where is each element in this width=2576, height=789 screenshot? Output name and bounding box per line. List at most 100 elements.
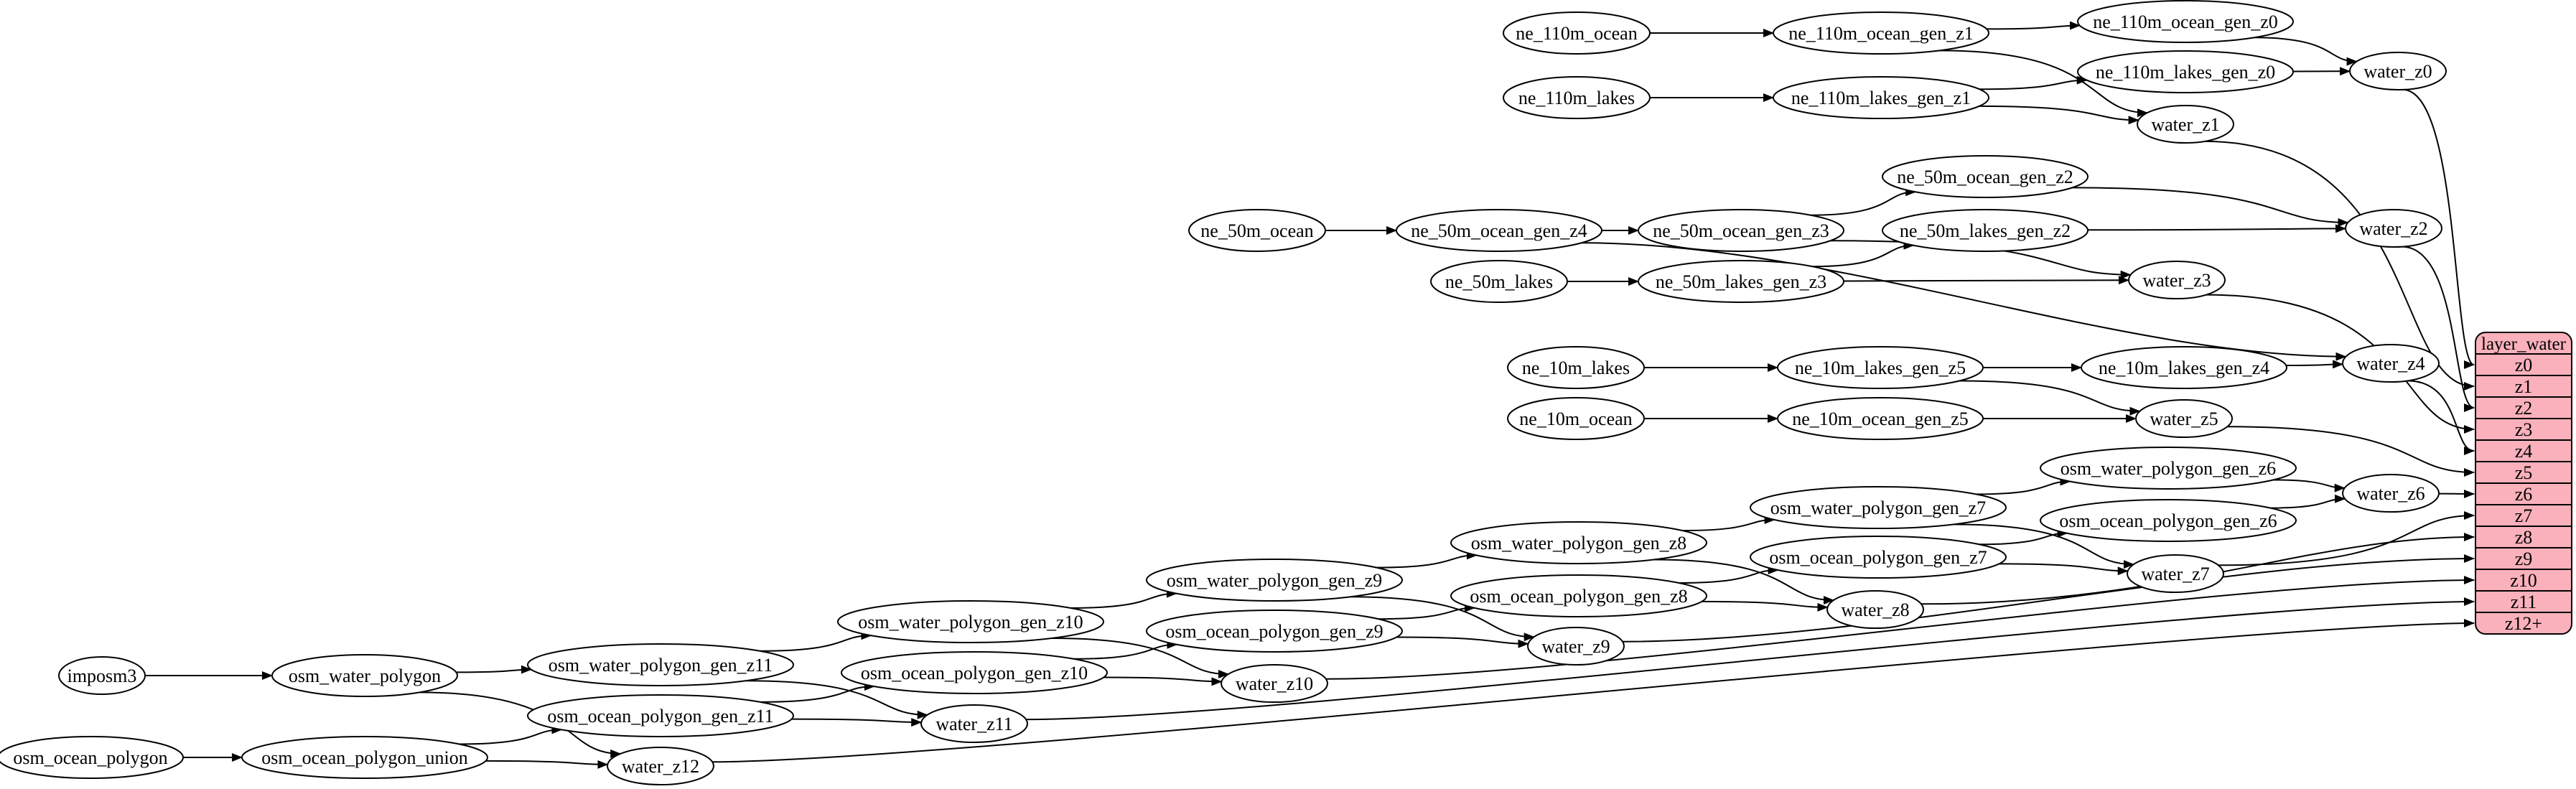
table-row-z2: z2: [2515, 398, 2533, 419]
node-label-ne_10m_lakes_gen_z5: ne_10m_lakes_gen_z5: [1795, 358, 1966, 378]
node-label-osm_water_polygon_gen_z7: osm_water_polygon_gen_z7: [1770, 498, 1986, 518]
node-label-water_z5: water_z5: [2150, 408, 2218, 429]
node-label-ne_50m_lakes: ne_50m_lakes: [1445, 271, 1553, 292]
node-label-water_z0: water_z0: [2363, 61, 2432, 82]
edge-water_z10--layer_water-z10: [1325, 576, 2475, 680]
node-ellipse-ne_10m_ocean: [1507, 397, 1645, 440]
edge-osm_ocean_polygon_gen_z7--osm_ocean_polygon_gen_z6: [1979, 528, 2068, 546]
node-water_z11: water_z11: [920, 704, 1028, 743]
node-label-ne_10m_lakes: ne_10m_lakes: [1522, 358, 1630, 378]
node-label-water_z6: water_z6: [2356, 483, 2425, 504]
node-label-ne_50m_lakes_gen_z3: ne_50m_lakes_gen_z3: [1656, 271, 1826, 292]
edge-ne_50m_ocean_gen_z2--water_z2: [2072, 187, 2349, 227]
node-label-osm_ocean_polygon_gen_z9: osm_ocean_polygon_gen_z9: [1165, 621, 1383, 642]
node-ne_50m_ocean_gen_z4: ne_50m_ocean_gen_z4: [1396, 209, 1602, 252]
node-label-water_z2: water_z2: [2359, 218, 2427, 239]
node-osm_ocean_polygon_gen_z8: osm_ocean_polygon_gen_z8: [1450, 574, 1707, 617]
node-ellipse-ne_110m_ocean: [1503, 11, 1651, 55]
node-ellipse-osm_water_polygon_gen_z10: [837, 600, 1104, 643]
node-label-water_z1: water_z1: [2151, 114, 2219, 135]
node-ellipse-osm_ocean_polygon_gen_z6: [2040, 499, 2297, 542]
edge-osm_water_polygon_gen_z7--osm_water_polygon_gen_z6: [1976, 477, 2071, 495]
node-osm_ocean_polygon_gen_z11: osm_ocean_polygon_gen_z11: [527, 694, 794, 737]
node-ellipse-water_z1: [2137, 105, 2234, 144]
edge-osm_water_polygon_gen_z6--water_z6: [2273, 479, 2346, 492]
node-ne_10m_ocean_gen_z5: ne_10m_ocean_gen_z5: [1777, 397, 1984, 440]
node-ellipse-ne_110m_ocean_gen_z1: [1773, 11, 1989, 55]
edge-osm_ocean_polygon_gen_z11--osm_ocean_polygon_gen_z10: [760, 682, 875, 703]
edge-ne_50m_ocean_gen_z3--ne_50m_ocean_gen_z2: [1810, 187, 1917, 216]
node-ellipse-water_z7: [2127, 554, 2224, 593]
table-row-z4: z4: [2515, 441, 2533, 462]
node-ne_10m_lakes_gen_z4: ne_10m_lakes_gen_z4: [2081, 346, 2287, 389]
node-osm_ocean_polygon: osm_ocean_polygon: [0, 736, 184, 779]
node-ne_10m_lakes: ne_10m_lakes: [1507, 346, 1645, 389]
node-ellipse-osm_ocean_polygon_gen_z10: [841, 651, 1108, 694]
node-water_z1: water_z1: [2137, 105, 2234, 144]
edge-osm_ocean_polygon_gen_z10--osm_ocean_polygon_gen_z9: [1073, 640, 1178, 660]
node-label-imposm3: imposm3: [67, 666, 137, 686]
edge-ne_50m_lakes_gen_z2--water_z2: [2087, 224, 2346, 233]
edge-osm_water_polygon_gen_z11--osm_water_polygon_gen_z10: [760, 631, 872, 652]
node-label-water_z3: water_z3: [2142, 270, 2211, 291]
node-ne_50m_ocean_gen_z2: ne_50m_ocean_gen_z2: [1882, 155, 2089, 198]
node-ellipse-imposm3: [58, 656, 146, 695]
table-row-z7: z7: [2515, 505, 2533, 526]
table-row-z5: z5: [2515, 462, 2533, 483]
node-ellipse-osm_water_polygon_gen_z7: [1750, 486, 2007, 529]
node-osm_ocean_polygon_union: osm_ocean_polygon_union: [241, 736, 488, 779]
node-label-water_z12: water_z12: [622, 756, 699, 777]
edge-water_z8--layer_water-z8: [1921, 533, 2475, 605]
edge-osm_ocean_polygon_gen_z7--water_z7: [1999, 563, 2129, 576]
edge-water_z12--layer_water-z12+: [712, 619, 2475, 763]
node-osm_water_polygon: osm_water_polygon: [271, 654, 458, 697]
node-ellipse-ne_110m_lakes_gen_z0: [2077, 50, 2294, 93]
edge-osm_ocean_polygon_gen_z8--osm_ocean_polygon_gen_z7: [1679, 566, 1779, 584]
node-label-water_z9: water_z9: [1541, 636, 1610, 657]
edge-ne_50m_lakes_gen_z3--water_z3: [1843, 276, 2129, 285]
edge-osm_water_polygon_gen_z11--water_z11: [745, 680, 928, 719]
node-label-osm_water_polygon_gen_z11: osm_water_polygon_gen_z11: [549, 655, 773, 676]
node-ellipse-water_z9: [1527, 627, 1625, 666]
node-ellipse-osm_water_polygon_gen_z8: [1450, 521, 1707, 564]
node-label-ne_110m_lakes_gen_z0: ne_110m_lakes_gen_z0: [2096, 62, 2275, 83]
edge-osm_ocean_polygon_gen_z9--water_z9: [1396, 636, 1529, 648]
node-osm_ocean_polygon_gen_z9: osm_ocean_polygon_gen_z9: [1146, 610, 1403, 653]
node-osm_water_polygon_gen_z11: osm_water_polygon_gen_z11: [527, 643, 794, 686]
edge-osm_ocean_polygon_gen_z11--water_z11: [791, 718, 923, 727]
node-ellipse-ne_50m_ocean_gen_z2: [1882, 155, 2089, 198]
node-label-ne_110m_ocean: ne_110m_ocean: [1516, 23, 1637, 44]
edge-osm_ocean_polygon_union--water_z12: [485, 760, 609, 769]
node-osm_water_polygon_gen_z9: osm_water_polygon_gen_z9: [1146, 559, 1403, 602]
node-ellipse-ne_10m_lakes: [1507, 346, 1645, 389]
node-label-osm_water_polygon_gen_z8: osm_water_polygon_gen_z8: [1471, 533, 1686, 554]
edge-ne_50m_lakes_gen_z3--ne_50m_lakes_gen_z2: [1812, 241, 1915, 268]
node-ellipse-water_z12: [607, 747, 714, 785]
node-label-osm_ocean_polygon_gen_z6: osm_ocean_polygon_gen_z6: [2059, 510, 2277, 531]
edge-osm_water_polygon_gen_z8--osm_water_polygon_gen_z7: [1682, 515, 1775, 531]
edge-osm_ocean_polygon_gen_z10--water_z10: [1103, 676, 1223, 686]
node-ellipse-water_z10: [1221, 664, 1328, 703]
edge-osm_water_polygon_gen_z10--osm_water_polygon_gen_z9: [1070, 589, 1177, 609]
node-ellipse-osm_ocean_polygon: [0, 736, 184, 779]
node-ellipse-ne_110m_ocean_gen_z0: [2077, 0, 2294, 43]
node-label-osm_ocean_polygon_gen_z11: osm_ocean_polygon_gen_z11: [547, 706, 773, 727]
node-water_z0: water_z0: [2349, 52, 2447, 90]
edge-osm_ocean_polygon_gen_z9--osm_ocean_polygon_gen_z8: [1378, 603, 1475, 620]
node-label-ne_10m_lakes_gen_z4: ne_10m_lakes_gen_z4: [2099, 358, 2269, 378]
node-water_z12: water_z12: [607, 747, 714, 785]
node-ellipse-ne_10m_ocean_gen_z5: [1777, 397, 1984, 440]
edge-ne_110m_ocean_gen_z0--water_z0: [2254, 37, 2358, 66]
node-label-ne_110m_lakes: ne_110m_lakes: [1518, 88, 1635, 108]
node-ellipse-ne_50m_lakes_gen_z3: [1638, 260, 1844, 303]
node-water_z6: water_z6: [2342, 474, 2440, 513]
edge-osm_water_polygon_gen_z9--water_z9: [1350, 596, 1535, 642]
edge-osm_water_polygon--osm_water_polygon_gen_z11: [456, 665, 532, 674]
edges-layer: [145, 21, 2475, 769]
table-row-z10: z10: [2510, 570, 2537, 591]
node-label-ne_50m_ocean_gen_z3: ne_50m_ocean_gen_z3: [1653, 220, 1829, 241]
node-label-osm_ocean_polygon_gen_z7: osm_ocean_polygon_gen_z7: [1769, 547, 1987, 568]
node-ne_50m_lakes_gen_z2: ne_50m_lakes_gen_z2: [1882, 209, 2089, 252]
node-osm_water_polygon_gen_z10: osm_water_polygon_gen_z10: [837, 600, 1104, 643]
